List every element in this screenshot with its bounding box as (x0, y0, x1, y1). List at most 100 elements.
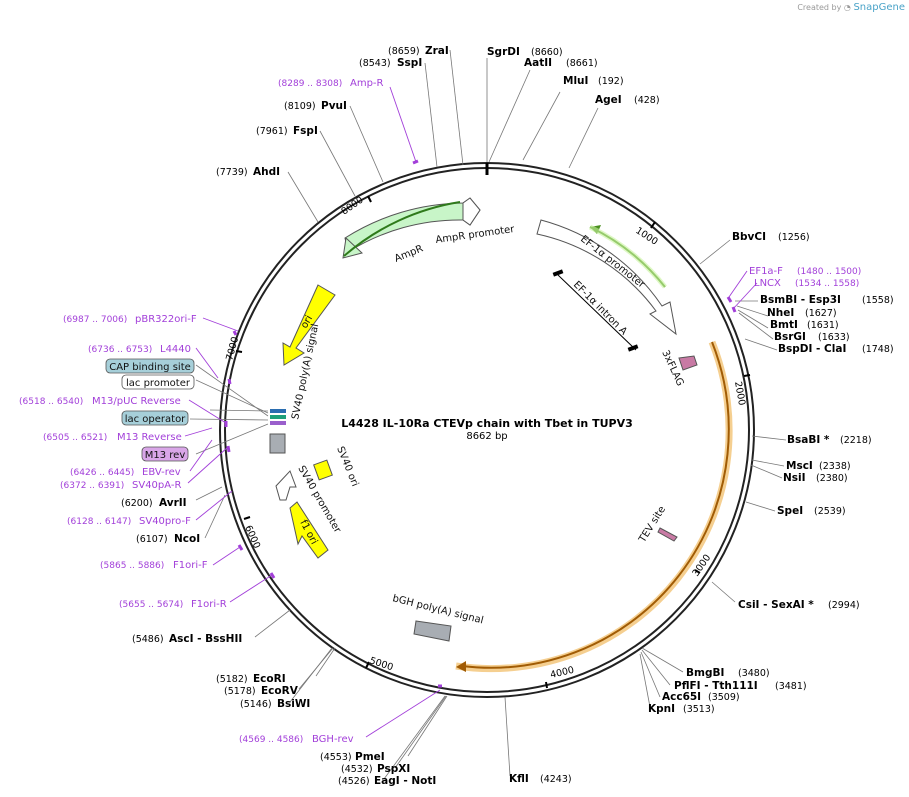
site-pflfi-pos: (3481) (775, 681, 807, 692)
site-acc65i: Acc65I (662, 691, 701, 703)
site-bmgbi: BmgBI (686, 667, 724, 679)
ampr-promoter-arrow[interactable] (462, 197, 481, 226)
site-csii: CsiI - SexAI * (738, 599, 814, 611)
backbone-inner (224, 167, 750, 693)
primer-m13-reverse-pos: (6505 .. 6521) (43, 433, 107, 443)
site-fspi: FspI (293, 125, 318, 137)
site-bsrgi: BsrGI (774, 331, 806, 343)
tev-site-box[interactable] (657, 527, 678, 542)
site-kpni-pos: (3513) (683, 704, 715, 715)
tick-marks (235, 195, 751, 689)
site-ecorv-pos: (5178) (224, 686, 256, 697)
ampr-arrow[interactable] (344, 197, 481, 253)
ori-arrow[interactable] (282, 284, 336, 366)
orf-arc[interactable] (461, 341, 730, 669)
site-eagi: EagI - NotI (374, 775, 436, 787)
f1-ori-arrow[interactable] (289, 501, 329, 559)
site-pvui-pos: (8109) (284, 101, 316, 112)
feature-ampr-promoter: AmpR promoter (435, 224, 516, 246)
site-bsrgi-pos: (1633) (818, 332, 850, 343)
site-kfli: KflI (509, 773, 529, 785)
site-asci: AscI - BssHII (169, 633, 242, 645)
primer-f1ori-f: F1ori-F (173, 560, 208, 571)
restriction-sites: SgrDI (8660) AatII (8661) MluI (192) Age… (121, 45, 894, 787)
plasmid-name: L4428 IL-10Ra CTEVp chain with Tbet in T… (341, 417, 633, 430)
feature-ef1a-intron: EF-1α intron A (571, 279, 629, 337)
snapgene-logo-icon: ◔ (843, 3, 851, 12)
ef1a-promoter-arrow[interactable] (536, 219, 677, 336)
primer-ebv-rev-pos: (6426 .. 6445) (70, 468, 134, 478)
site-eagi-pos: (4526) (338, 776, 370, 787)
site-agei-pos: (428) (634, 95, 660, 106)
site-mlui: MluI (563, 75, 588, 87)
primer-bgh-rev-pos: (4569 .. 4586) (239, 735, 303, 745)
snapgene-credit: Created by ◔ SnapGene (797, 2, 905, 13)
site-zrai: ZraI (425, 45, 449, 57)
primer-labels: Amp-R (8289 .. 8308) EF1a-F (1480 .. 150… (19, 78, 861, 745)
site-msci-pos: (2338) (819, 461, 851, 472)
primer-l4440: L4440 (160, 344, 191, 355)
primer-sv40pa-r: SV40pA-R (132, 480, 181, 491)
primer-pbr322ori-f-pos: (6987 .. 7006) (63, 315, 127, 325)
lac-operator-box (121, 410, 189, 426)
site-sspi-pos: (8543) (359, 58, 391, 69)
lac-promoter-label: lac promoter (126, 378, 191, 389)
tick-8000: 8000 (339, 195, 365, 218)
intron-start (552, 269, 564, 277)
site-kpni: KpnI (648, 703, 675, 715)
site-acc65i-pos: (3509) (708, 692, 740, 703)
sv40-polya-box[interactable] (269, 433, 286, 454)
primer-m13-reverse: M13 Reverse (117, 432, 182, 443)
site-bmti: BmtI (770, 319, 798, 331)
site-csii-pos: (2994) (828, 600, 860, 611)
site-sgrdi: SgrDI (487, 46, 520, 58)
ampr-primer-arc (343, 201, 461, 257)
3xflag-box[interactable] (678, 355, 698, 371)
site-ecorv: EcoRV (261, 685, 299, 697)
site-bbvci: BbvCI (732, 231, 766, 243)
sv40-ori-box[interactable] (313, 459, 333, 481)
lac-operator-bar (270, 409, 286, 413)
primer-f1ori-r-pos: (5655 .. 5674) (119, 600, 183, 610)
site-pmei-pos: (4553) (320, 752, 352, 763)
site-nhei-pos: (1627) (805, 308, 837, 319)
site-nsii-pos: (2380) (816, 473, 848, 484)
backbone-outer (219, 162, 755, 698)
bgh-polya-box[interactable] (413, 620, 452, 642)
site-fspi-pos: (7961) (256, 126, 288, 137)
site-bmgbi-pos: (3480) (738, 668, 770, 679)
lac-operator-label: lac operator (125, 414, 186, 425)
feature-bgh-polya: bGH poly(A) signal (391, 593, 484, 626)
boxed-features: CAP binding site lac promoter lac operat… (105, 358, 195, 462)
site-kfli-pos: (4243) (540, 774, 572, 785)
site-ahdi: AhdI (253, 166, 280, 178)
site-bbvci-pos: (1256) (778, 232, 810, 243)
site-aatii: AatII (524, 57, 552, 69)
credit-brand: SnapGene (853, 2, 905, 13)
primer-sv40pa-r-pos: (6372 .. 6391) (60, 481, 124, 491)
primer-ef1a-f: EF1a-F (749, 266, 783, 277)
primer-ef1a-f-pos: (1480 .. 1500) (797, 267, 861, 277)
tick-6000: 6000 (242, 524, 262, 551)
site-ecori: EcoRI (253, 673, 286, 685)
sv40-promoter-arrow[interactable] (275, 470, 297, 501)
primer-f1ori-f-pos: (5865 .. 5886) (100, 561, 164, 571)
site-aatii-pos: (8661) (566, 58, 598, 69)
feature-tev-site: TEV site (637, 504, 668, 545)
site-msci: MscI (786, 460, 813, 472)
feature-3xflag: 3xFLAG (659, 349, 685, 388)
site-bsmbi-pos: (1558) (862, 295, 894, 306)
site-nhei: NheI (767, 307, 794, 319)
cap-binding-box (105, 358, 195, 374)
primer-lncx: LNCX (754, 278, 781, 289)
plasmid-length: 8662 bp (466, 431, 507, 442)
site-bsabi-pos: (2218) (840, 435, 872, 446)
site-avrii: AvrII (159, 497, 187, 509)
primer-l4440-pos: (6736 .. 6753) (88, 345, 152, 355)
site-mlui-pos: (192) (598, 76, 624, 87)
cap-binding-site-label: CAP binding site (109, 362, 191, 373)
primer-ampr: Amp-R (350, 78, 384, 89)
site-bspdi: BspDI - ClaI (778, 343, 846, 355)
site-zrai-pos: (8659) (388, 46, 420, 57)
